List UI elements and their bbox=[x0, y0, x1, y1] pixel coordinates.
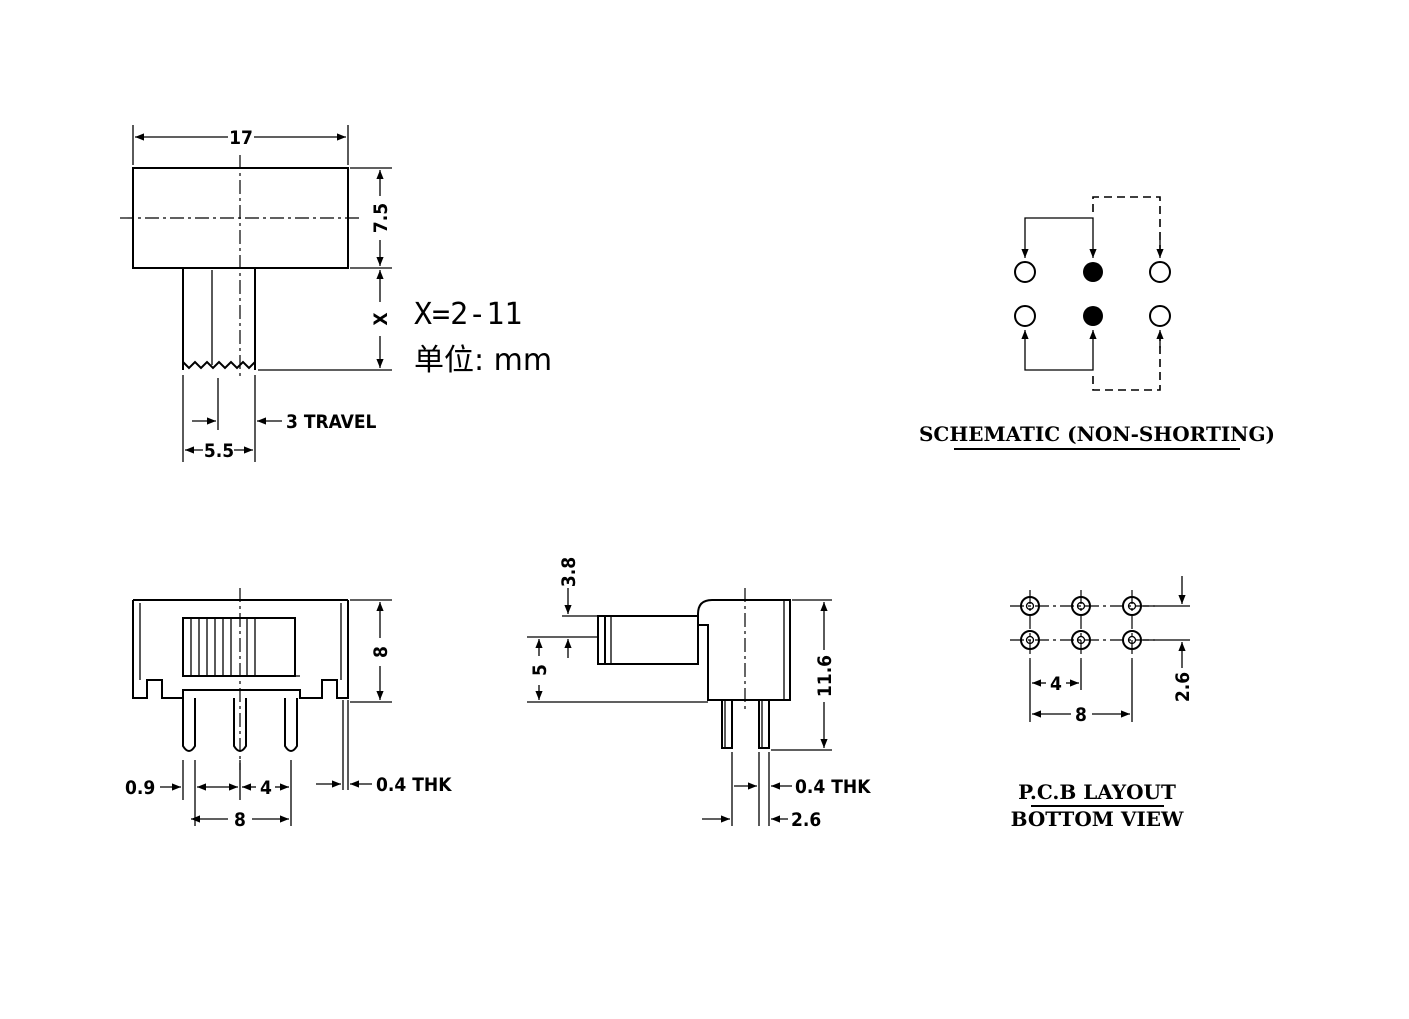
front-height-dim: 8 bbox=[370, 646, 392, 658]
pcb-row-dim: 2.6 bbox=[1172, 672, 1194, 702]
common-terminal-bottom bbox=[1083, 306, 1103, 326]
terminal-1 bbox=[1014, 261, 1036, 283]
top-travel-dim: 3 TRAVEL bbox=[286, 411, 377, 433]
pcb-caption-line1: P.C.B LAYOUT bbox=[1018, 780, 1176, 804]
pcb-pad bbox=[1122, 596, 1142, 616]
front-span-dim: 8 bbox=[234, 809, 246, 831]
pcb-caption-line2: BOTTOM VIEW bbox=[1011, 807, 1184, 831]
top-view-actuator bbox=[182, 268, 256, 370]
schematic: SCHEMATIC (NON-SHORTING) bbox=[919, 196, 1275, 450]
unit-note: 单位: mm bbox=[414, 343, 552, 378]
front-view: 8 0.9 4 8 0.4 THK bbox=[125, 588, 452, 831]
common-terminal-top bbox=[1083, 262, 1103, 282]
side-offset-dim: 3.8 bbox=[558, 557, 580, 587]
x-range-note: X=2-11 bbox=[414, 297, 522, 332]
front-thk-dim: 0.4 THK bbox=[376, 774, 452, 796]
pcb-pad bbox=[1020, 630, 1040, 650]
front-actuator-ribs bbox=[190, 618, 256, 676]
terminal-4 bbox=[1014, 305, 1036, 327]
side-pin-spacing-dim: 2.6 bbox=[791, 809, 821, 831]
pcb-pad bbox=[1020, 596, 1040, 616]
side-pin-1 bbox=[721, 700, 733, 749]
front-pitch-dim: 4 bbox=[260, 777, 272, 799]
top-height-dim: 7.5 bbox=[370, 203, 392, 233]
side-body-height-dim: 11.6 bbox=[814, 655, 836, 697]
pcb-pitch-dim: 4 bbox=[1050, 673, 1062, 695]
terminal-6 bbox=[1149, 305, 1171, 327]
terminal-3 bbox=[1149, 261, 1171, 283]
side-pin-2 bbox=[758, 700, 770, 749]
top-actuator-dim: 5.5 bbox=[204, 440, 234, 462]
side-view: 3.8 5 11.6 0.4 THK 2.6 bbox=[527, 557, 871, 831]
pcb-pad bbox=[1122, 630, 1142, 650]
side-thk-dim: 0.4 THK bbox=[795, 776, 871, 798]
top-view: 17 7.5 X 3 TRAVEL 5.5 X=2-11 单位: mm bbox=[120, 125, 552, 462]
front-pin-dim: 0.9 bbox=[125, 777, 155, 799]
side-body bbox=[697, 599, 791, 701]
top-width-dim: 17 bbox=[229, 127, 253, 149]
side-actuator-height-dim: 5 bbox=[529, 664, 551, 676]
front-view-body bbox=[132, 600, 349, 699]
front-pin-2 bbox=[233, 698, 247, 752]
pcb-pad bbox=[1071, 630, 1091, 650]
front-pin-3 bbox=[284, 698, 298, 752]
top-x-dim: X bbox=[370, 312, 392, 325]
pcb-pad bbox=[1071, 596, 1091, 616]
side-actuator bbox=[597, 615, 699, 665]
schematic-caption: SCHEMATIC (NON-SHORTING) bbox=[919, 422, 1275, 446]
front-pin-1 bbox=[182, 698, 196, 752]
pcb-layout: 2.6 4 8 P.C.B LAYOUT BOTTOM VIEW bbox=[1010, 576, 1194, 831]
pcb-span-dim: 8 bbox=[1075, 704, 1087, 726]
